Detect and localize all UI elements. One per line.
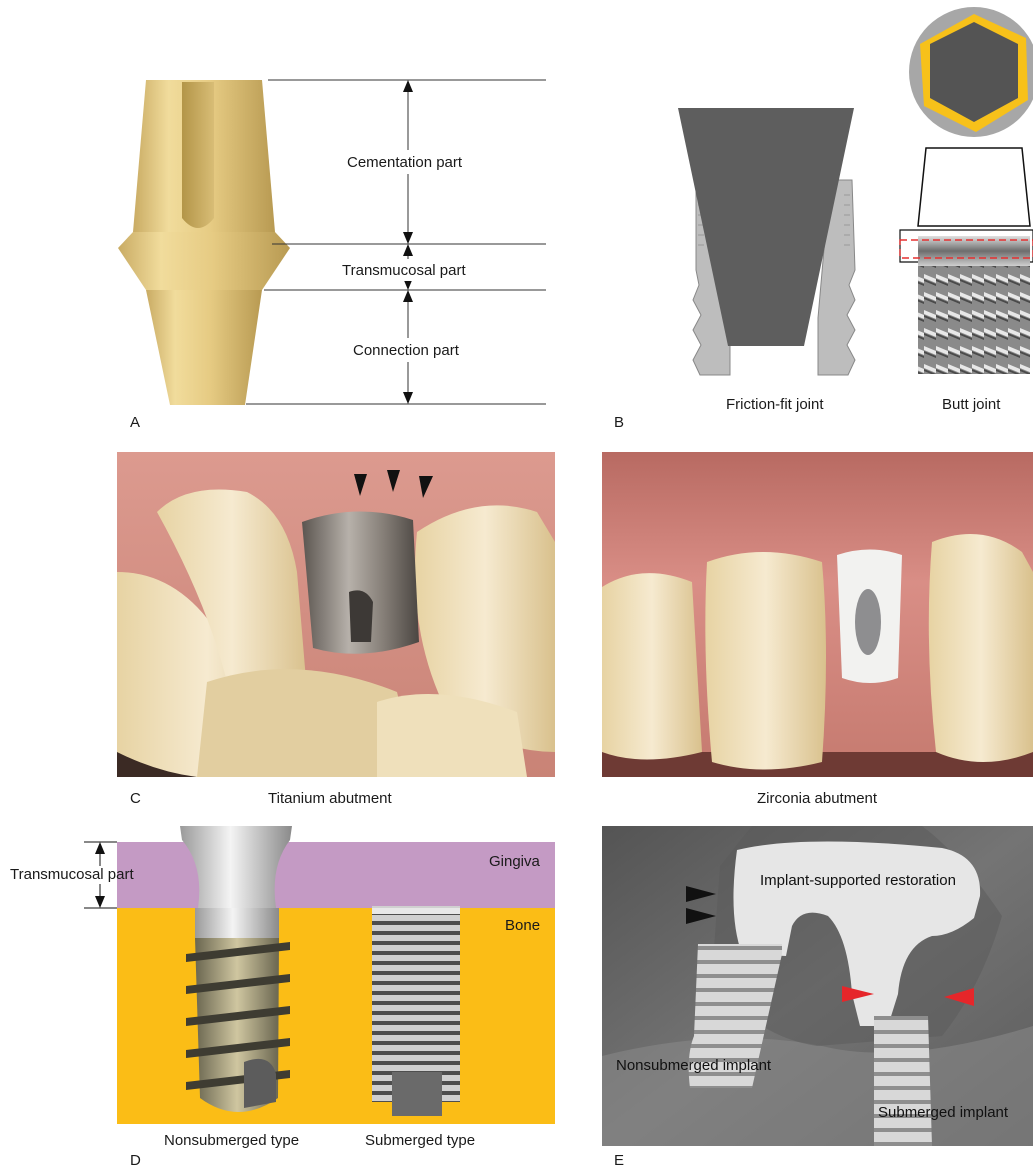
cementation-label: Cementation part <box>347 154 462 171</box>
bone-layer <box>117 908 555 1124</box>
butt-joint-top-view <box>909 7 1033 137</box>
transmucosal-collar <box>118 232 290 290</box>
panel-letter-e: E <box>614 1152 624 1169</box>
butt-implant-threads <box>918 266 1030 374</box>
restoration-label: Implant-supported restoration <box>760 872 956 889</box>
gingiva-label: Gingiva <box>489 853 540 870</box>
antirotation-groove <box>182 82 214 228</box>
radiograph: Implant-supported restoration Nonsubmerg… <box>602 826 1033 1146</box>
nonsubmerged-implant-label: Nonsubmerged implant <box>616 1057 771 1074</box>
connection-body <box>146 290 262 405</box>
submerged-implant-label: Submerged implant <box>878 1104 1008 1121</box>
nonsubmerged-type-label: Nonsubmerged type <box>164 1132 299 1149</box>
butt-joint-label: Butt joint <box>942 396 1000 413</box>
connection-label: Connection part <box>353 342 459 359</box>
bone-label: Bone <box>505 917 540 934</box>
friction-fit-label: Friction-fit joint <box>726 396 824 413</box>
transmucosal-dimension-label: Transmucosal part <box>10 866 134 883</box>
panel-letter-d: D <box>130 1152 141 1169</box>
joint-diagram <box>600 0 1033 440</box>
butt-abutment <box>918 148 1030 226</box>
abutment-diagram <box>0 0 560 440</box>
submerged-type-label: Submerged type <box>365 1132 475 1149</box>
titanium-caption: Titanium abutment <box>268 790 392 807</box>
panel-b: Friction-fit joint Butt joint B <box>600 0 1033 440</box>
titanium-abutment-photo <box>117 452 555 777</box>
zirconia-abutment-photo <box>602 452 1033 777</box>
transmucosal-label: Transmucosal part <box>342 262 466 279</box>
panel-letter-c: C <box>130 790 141 807</box>
panel-a: Cementation part Transmucosal part Conne… <box>0 0 560 440</box>
submerged-implant <box>874 1016 932 1146</box>
panel-d: Transmucosal part Gingiva Bone Nonsubmer… <box>0 826 560 1171</box>
panel-letter-a: A <box>130 414 140 431</box>
zirconia-caption: Zirconia abutment <box>757 790 877 807</box>
panel-letter-b: B <box>614 414 624 431</box>
gingiva-layer <box>117 842 555 908</box>
